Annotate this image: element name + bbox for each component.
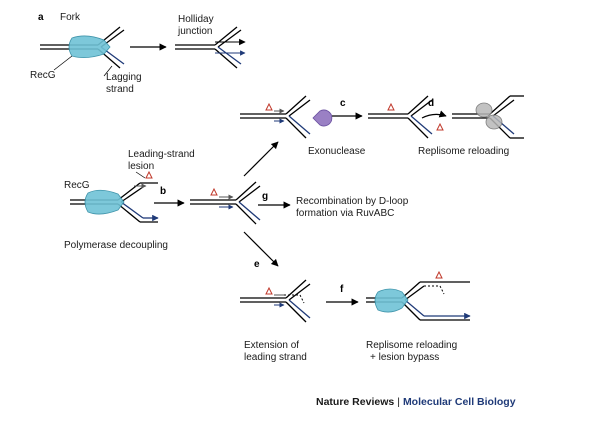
replisome-icon [475,102,493,118]
label-reloading-bypass-1: Replisome reloading [366,340,457,351]
step-label-d: d [428,98,434,109]
lesion-removed [436,122,444,131]
figure-credit: Nature Reviews|Molecular Cell Biology [316,396,516,408]
label-recombination-1: Recombination by D-loop [296,196,409,207]
step-label-e: e [254,259,260,270]
label-recg-a: RecG [30,70,56,81]
label-exonuclease: Exonuclease [308,146,366,157]
credit-publisher: Nature Reviews [316,396,395,408]
step-label-f: f [340,284,344,295]
label-extension-1: Extension of [244,340,299,351]
label-reloading-bypass-2: + lesion bypass [370,352,439,363]
arrow-d [421,110,447,119]
label-replisome-reloading: Replisome reloading [418,146,509,157]
recg-protein-a [68,35,111,58]
label-leading-lesion-2: lesion [128,161,154,172]
credit-separator: | [397,396,400,408]
step-label-a: a [38,12,44,23]
fork-regressed [190,181,261,225]
credit-journal: Molecular Cell Biology [402,396,516,408]
main-fork-stalled: Leading-strand lesion RecG [64,149,195,223]
arrow-e [243,231,279,267]
arrow-up [243,141,279,177]
label-recombination-2: formation via RuvABC [296,208,394,219]
fork-after-exonuclease [368,95,433,139]
fork-extension [240,279,311,323]
step-label-g: g [262,191,268,202]
step-label-b: b [160,186,166,197]
label-holliday-2: junction [177,26,212,37]
label-lagging-1: Lagging [106,72,142,83]
label-holliday-1: Holliday [178,14,214,25]
label-leading-lesion-1: Leading-strand [128,149,195,160]
recg-protein-b [84,189,125,215]
recg-protein-c [374,288,409,313]
lesion-marker [145,170,153,179]
label-recg-b: RecG [64,180,90,191]
label-lagging-2: strand [106,84,134,95]
fork-lesion-bypass [366,270,471,321]
fork-replisome-reloaded [452,95,524,139]
label-extension-2: leading strand [244,352,307,363]
exonuclease-icon [312,109,333,127]
label-polymerase-decoupling: Polymerase decoupling [64,240,168,251]
fork-a [40,26,125,69]
fork-exonuclease [240,95,333,139]
panel-a: a Fork RecG Lagging strand Holliday junc… [30,12,246,95]
holliday-junction [175,26,246,69]
step-label-c: c [340,98,346,109]
label-fork: Fork [60,12,81,23]
